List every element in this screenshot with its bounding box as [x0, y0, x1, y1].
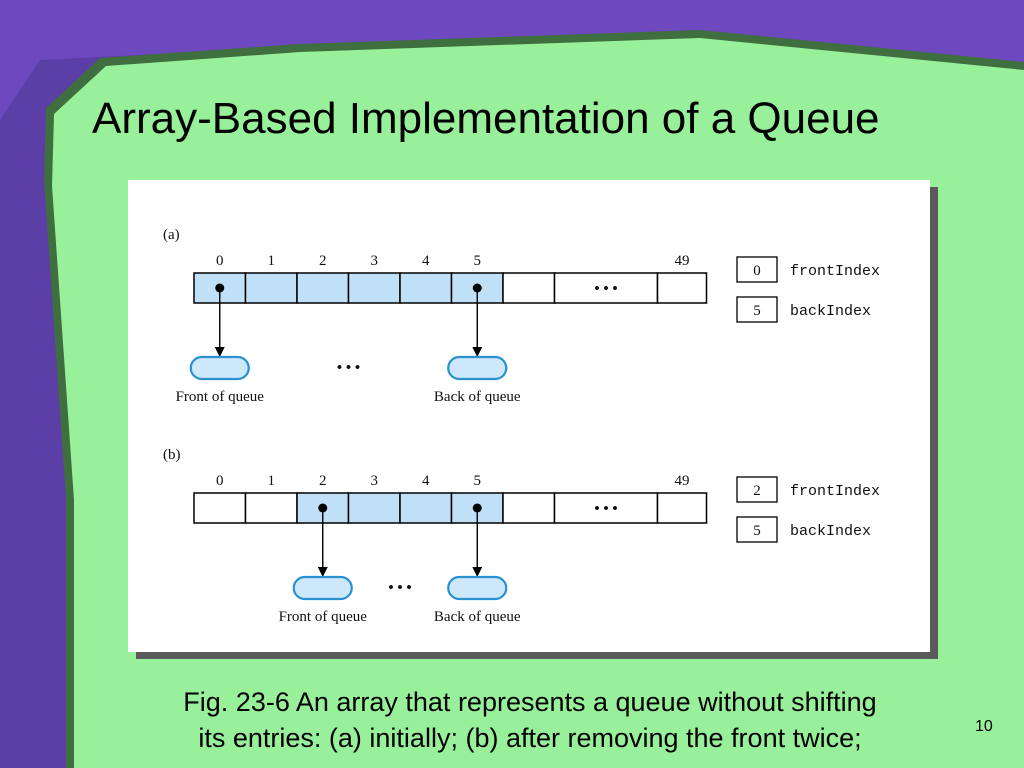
back-index-box [736, 516, 778, 543]
front-of-queue-label: Front of queue [176, 389, 265, 405]
index-label: 4 [422, 253, 430, 269]
array-cell [193, 492, 247, 524]
front-node [292, 575, 353, 601]
front-index-name: frontIndex [790, 483, 880, 500]
index-label: 0 [216, 253, 224, 269]
back-index-value: 5 [753, 303, 761, 319]
index-label: 4 [422, 473, 430, 489]
array-cell [399, 272, 453, 304]
back-index-value: 5 [753, 523, 761, 539]
index-label: 5 [474, 253, 482, 269]
back-node [447, 355, 508, 381]
panel-label: (b) [163, 447, 181, 463]
ellipsis-text: • • • [594, 501, 617, 517]
front-index-box [736, 476, 778, 503]
array-cell [244, 492, 298, 524]
array-cell [502, 492, 556, 524]
array-cell [244, 272, 298, 304]
nodes-ellipsis: • • • [337, 360, 360, 376]
index-label: 2 [319, 253, 327, 269]
index-label: 49 [675, 473, 690, 489]
array-cell-ellipsis [553, 272, 659, 304]
index-label: 3 [371, 253, 379, 269]
caption-line-1: Fig. 23-6 An array that represents a que… [183, 687, 877, 717]
array-cell-ellipsis [553, 492, 659, 524]
array-cell-last [656, 492, 708, 524]
ellipsis-text: • • • [594, 281, 617, 297]
array-cell [347, 492, 401, 524]
index-label: 1 [268, 253, 276, 269]
caption-line-2: its entries: (a) initially; (b) after re… [198, 723, 862, 753]
figure-caption: Fig. 23-6 An array that represents a que… [80, 684, 980, 756]
front-index-name: frontIndex [790, 263, 880, 280]
front-index-value: 2 [753, 483, 761, 499]
slide-title: Array-Based Implementation of a Queue [92, 94, 880, 143]
index-label: 5 [474, 473, 482, 489]
index-label: 0 [216, 473, 224, 489]
back-index-name: backIndex [790, 523, 871, 540]
index-label: 1 [268, 473, 276, 489]
array-cell [296, 272, 350, 304]
array-cell [399, 492, 453, 524]
front-node [189, 355, 250, 381]
array-cell [347, 272, 401, 304]
index-label: 3 [371, 473, 379, 489]
front-index-box [736, 256, 778, 283]
page-number: 10 [975, 718, 993, 735]
back-index-name: backIndex [790, 303, 871, 320]
array-cell-last [656, 272, 708, 304]
index-label: 2 [319, 473, 327, 489]
index-label: 49 [675, 253, 690, 269]
back-of-queue-label: Back of queue [434, 609, 521, 625]
front-of-queue-label: Front of queue [279, 609, 368, 625]
front-index-value: 0 [753, 263, 761, 279]
back-of-queue-label: Back of queue [434, 389, 521, 405]
nodes-ellipsis: • • • [388, 580, 411, 596]
back-index-box [736, 296, 778, 323]
back-node [447, 575, 508, 601]
panel-label: (a) [163, 227, 180, 243]
array-cell [502, 272, 556, 304]
